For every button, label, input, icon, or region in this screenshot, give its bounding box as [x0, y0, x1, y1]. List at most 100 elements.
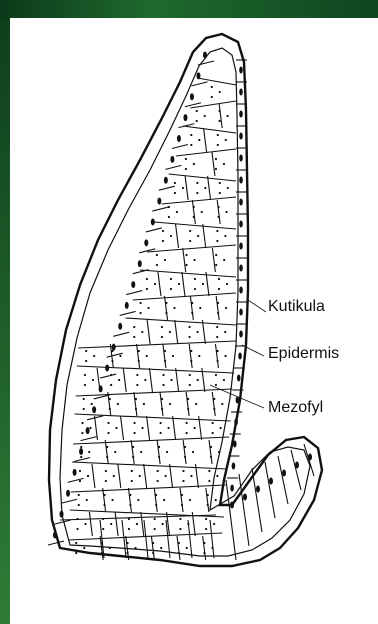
- chloroplast-dot: [79, 480, 81, 482]
- mesophyll-cell-wall: [177, 536, 180, 560]
- chloroplast-dot: [217, 206, 219, 208]
- chloroplast-dot: [216, 326, 218, 328]
- mesophyll-cell-wall: [212, 152, 215, 176]
- epidermis-cell-wall: [226, 480, 236, 560]
- mesophyll-cell-wall: [183, 126, 236, 133]
- chloroplast-dot: [193, 206, 195, 208]
- chloroplast-dot: [80, 456, 82, 458]
- chloroplast-dot: [215, 384, 217, 386]
- mesophyll-cell-wall: [163, 344, 166, 368]
- chloroplast-dot: [199, 307, 201, 309]
- mesophyll-cell-wall: [183, 248, 186, 272]
- chloroplast-dot: [174, 192, 176, 194]
- chloroplast-dot: [227, 187, 229, 189]
- chloroplast-dot: [172, 355, 174, 357]
- mesophyll-cell-wall: [121, 416, 124, 440]
- mesophyll-cell-wall: [190, 296, 193, 320]
- chloroplast-dot: [207, 504, 209, 506]
- epidermis-cell-wall: [74, 458, 90, 462]
- mesophyll-cell-wall: [158, 272, 161, 296]
- chloroplast-dot: [133, 326, 135, 328]
- chloroplast-dot: [186, 547, 188, 549]
- chloroplast-dot: [224, 331, 226, 333]
- epidermis-nucleus: [105, 365, 109, 372]
- chloroplast-dot: [146, 288, 148, 290]
- epidermis-nucleus: [92, 406, 96, 413]
- epidermis-nucleus: [230, 485, 234, 492]
- chloroplast-dot: [160, 547, 162, 549]
- mesophyll-cell-wall: [103, 488, 106, 512]
- chloroplast-dot: [86, 499, 88, 501]
- mesophyll-cell-wall: [77, 366, 234, 373]
- chloroplast-dot: [159, 422, 161, 424]
- chloroplast-dot: [224, 235, 226, 237]
- mesophyll-cell-wall: [165, 296, 168, 320]
- chloroplast-dot: [113, 475, 115, 477]
- chloroplast-dot: [189, 230, 191, 232]
- chloroplast-dot: [157, 470, 159, 472]
- chloroplast-dot: [216, 360, 218, 362]
- chloroplast-dot: [165, 475, 167, 477]
- chloroplast-dot: [223, 163, 225, 165]
- chloroplast-dot: [213, 398, 215, 400]
- chloroplast-dot: [173, 307, 175, 309]
- chloroplast-dot: [136, 523, 138, 525]
- chloroplast-dot: [85, 350, 87, 352]
- mesophyll-cell-wall: [206, 272, 209, 296]
- chloroplast-dot: [89, 427, 91, 429]
- chloroplast-dot: [176, 211, 178, 213]
- chloroplast-dot: [196, 192, 198, 194]
- chloroplast-dot: [162, 384, 164, 386]
- epidermis-nucleus: [239, 67, 243, 74]
- chloroplast-dot: [84, 523, 86, 525]
- chloroplast-dot: [202, 283, 204, 285]
- mesophyll-cell-wall: [185, 176, 188, 200]
- chloroplast-dot: [81, 422, 83, 424]
- epidermis-cell-wall: [191, 82, 207, 86]
- chloroplast-dot: [92, 379, 94, 381]
- basal-cell-wall: [144, 520, 148, 558]
- mesophyll-cell-wall: [118, 464, 121, 488]
- chloroplast-dot: [152, 552, 154, 554]
- chloroplast-dot: [226, 283, 228, 285]
- mesophyll-cell-wall: [203, 224, 206, 248]
- chloroplast-dot: [132, 446, 134, 448]
- chloroplast-dot: [101, 542, 103, 544]
- chloroplast-dot: [106, 446, 108, 448]
- chloroplast-dot: [193, 259, 195, 261]
- mesophyll-cell-wall: [170, 464, 173, 488]
- epidermis-nucleus: [239, 177, 243, 184]
- epidermis-nucleus: [256, 486, 260, 493]
- mesophyll-cell-wall: [160, 392, 163, 416]
- chloroplast-dot: [185, 264, 187, 266]
- mesophyll-cell-wall: [151, 536, 154, 560]
- epidermis-cell-wall: [172, 144, 188, 148]
- chloroplast-dot: [189, 499, 191, 501]
- chloroplast-dot: [128, 518, 130, 520]
- epidermis-cell-wall: [55, 520, 71, 524]
- chloroplast-dot: [168, 216, 170, 218]
- mesophyll-cell-wall: [137, 344, 140, 368]
- chloroplast-dot: [215, 499, 217, 501]
- mesophyll-cell-wall: [78, 341, 236, 348]
- chloroplast-dot: [188, 336, 190, 338]
- chloroplast-dot: [152, 542, 154, 544]
- epidermis-nucleus: [239, 331, 243, 338]
- chloroplast-dot: [161, 408, 163, 410]
- chloroplast-dot: [165, 302, 167, 304]
- chloroplast-dot: [138, 350, 140, 352]
- chloroplast-dot: [105, 480, 107, 482]
- epidermis-cell-wall: [185, 103, 201, 107]
- epidermis-nucleus: [125, 302, 129, 309]
- chloroplast-dot: [162, 240, 164, 242]
- chloroplast-dot: [88, 451, 90, 453]
- chloroplast-dot: [140, 312, 142, 314]
- chloroplast-dot: [126, 542, 128, 544]
- chloroplast-dot: [87, 475, 89, 477]
- epidermis-nucleus: [239, 221, 243, 228]
- chloroplast-dot: [224, 355, 226, 357]
- mesophyll-cell-wall: [72, 462, 227, 469]
- chloroplast-dot: [161, 398, 163, 400]
- epidermis-nucleus: [232, 463, 236, 470]
- chloroplast-dot: [164, 360, 166, 362]
